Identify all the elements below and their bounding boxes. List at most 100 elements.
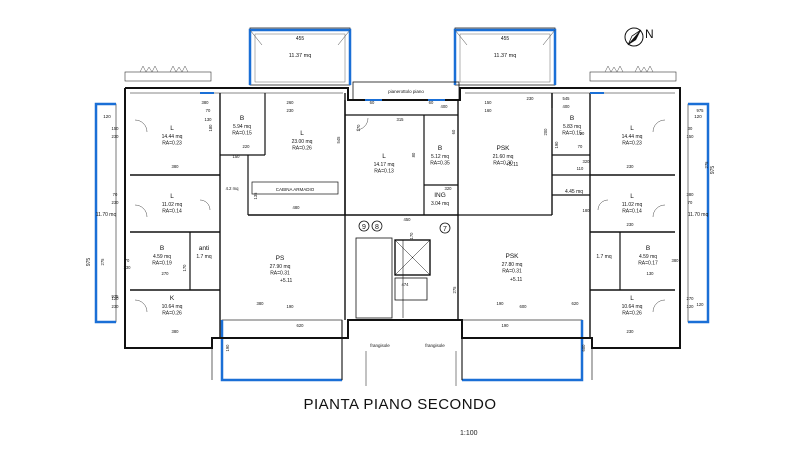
dimension-label: 60 (429, 100, 434, 105)
room-ing-label: ING (434, 192, 446, 199)
balcony-left: 11.70 mq 975 120 (86, 102, 117, 324)
terrace-bottom-left (211, 319, 343, 382)
dimension-label: 380 (687, 192, 695, 197)
room-l6-label: L (630, 295, 634, 302)
room-b1-label: B (240, 115, 244, 122)
dimension-label: 275 (452, 286, 457, 294)
dimension-label: 260 (287, 100, 295, 105)
door-swings (134, 117, 666, 313)
balcony-right-area: 11.70 mq (688, 212, 709, 218)
dimension-label: 190 (554, 141, 559, 149)
dimension-label: 120 (112, 296, 120, 301)
balcony-left-length: 975 (86, 258, 92, 267)
balcony-right-length: 975 (710, 166, 716, 175)
dimension-label: 170 (409, 232, 414, 240)
stair-number-8: 8 (375, 224, 379, 231)
dimension-label: 170 (356, 124, 361, 132)
terrace-top-right-width: 455 (501, 36, 510, 42)
room-l5-area: 11.02 mq (622, 202, 643, 208)
room-l1-ra: RA=0.23 (162, 141, 182, 147)
room-b3-ra: RA=0.15 (562, 131, 582, 137)
dimension-label: 600 (520, 304, 528, 309)
dimension-label: 150 (687, 134, 695, 139)
room-l4-area: 14.44 mq (622, 134, 643, 140)
room-l1-label: L (170, 125, 174, 132)
dimension-label: 450 (404, 217, 412, 222)
level-psk-top: +5.11 (506, 162, 518, 168)
dimension-label: 150 (485, 100, 493, 105)
dimension-label: 270 (687, 296, 695, 301)
dimension-label: 975 (112, 294, 120, 299)
dimension-label: 380 (672, 258, 680, 263)
dimension-label: 130 (205, 117, 213, 122)
dimension-label: 545 (336, 136, 341, 144)
room-ps-label: PS (276, 255, 285, 262)
dimension-label: 545 (563, 96, 571, 101)
room-psk1-area: 21.60 mq (493, 154, 514, 160)
dimension-label: 120 (697, 302, 705, 307)
dimension-label: 90 (580, 131, 585, 136)
north-arrow-icon (624, 27, 644, 47)
terrace-top-right-area: 11.37 mq (494, 53, 517, 59)
dimension-label: 474 (402, 282, 410, 287)
balcony-left-area: 11.70 mq (96, 212, 117, 218)
dimension-label: 380 (172, 164, 180, 169)
dimension-label: 135 (253, 192, 258, 200)
dimension-label: 70 (206, 108, 211, 113)
room-k-label: K (170, 295, 175, 302)
room-ripost-area: 4.45 mq (565, 189, 583, 195)
room-l6-ra: RA=0.26 (622, 311, 642, 317)
dimension-label: 60 (451, 129, 456, 134)
dimension-label: 130 (647, 271, 655, 276)
room-l1-area: 14.44 mq (162, 134, 183, 140)
dimension-label: 380 (257, 301, 265, 306)
room-anti-area: 1.7 mq (196, 254, 212, 260)
dimension-label: 70 (113, 192, 118, 197)
balcony-right-width: 120 (694, 114, 702, 119)
dimension-label: 380 (202, 100, 210, 105)
dimension-label: 230 (112, 200, 120, 205)
room-ps-ra: RA=0.31 (270, 271, 290, 277)
dimension-label: 400 (441, 104, 449, 109)
room-psk2-area: 27.80 mq (502, 262, 523, 268)
terrace-top-left-area: 11.37 mq (289, 53, 312, 59)
dimension-label: 315 (397, 117, 405, 122)
balcony-left-width: 120 (103, 114, 111, 119)
dimension-label: 190 (287, 304, 295, 309)
room-l3-label: L (170, 193, 174, 200)
frangisole-label-right: frangisole (425, 343, 445, 348)
dimension-label: 230 (112, 134, 120, 139)
dimension-label: 480 (293, 205, 301, 210)
dimension-label: 975 (697, 108, 705, 113)
room-lc-label: L (382, 153, 386, 160)
dimension-label: 230 (627, 164, 635, 169)
dimension-label: 230 (627, 329, 635, 334)
room-lc-ra: RA=0.13 (374, 169, 394, 175)
dimension-label: 180 (583, 208, 591, 213)
room-l3-ra: RA=0.14 (162, 209, 182, 215)
room-psk2-ra: RA=0.31 (502, 269, 522, 275)
dimension-label: 130 (124, 265, 132, 270)
dimension-label: 600 (581, 344, 586, 352)
dimension-label: 380 (172, 329, 180, 334)
dimension-label: 400 (563, 104, 571, 109)
frangisole-label-left: frangisole (370, 343, 390, 348)
dimension-label: 160 (485, 108, 493, 113)
dimension-label: 120 (687, 304, 695, 309)
drawing-scale: 1:100 (460, 430, 478, 437)
dimension-label: 80 (411, 152, 416, 157)
terrace-top-left: 455 11.37 mq (248, 27, 352, 86)
dimension-labels: 380 70 130 150 230 70 230 380 70 130 270 170 120 230 3… (100, 96, 709, 352)
room-l4-label: L (630, 125, 634, 132)
dimension-label: 200 (543, 128, 548, 136)
planter-left (124, 65, 212, 82)
dimension-label: 230 (112, 304, 120, 309)
dimension-label: 320 (583, 159, 591, 164)
room-l5-ra: RA=0.14 (622, 209, 642, 215)
room-b3-label: B (570, 115, 574, 122)
room-psk2-label: PSK (505, 253, 519, 260)
dimension-label: 70 (125, 258, 130, 263)
balcony-right: 11.70 mq 975 120 (687, 102, 716, 324)
planter-right (589, 65, 677, 82)
